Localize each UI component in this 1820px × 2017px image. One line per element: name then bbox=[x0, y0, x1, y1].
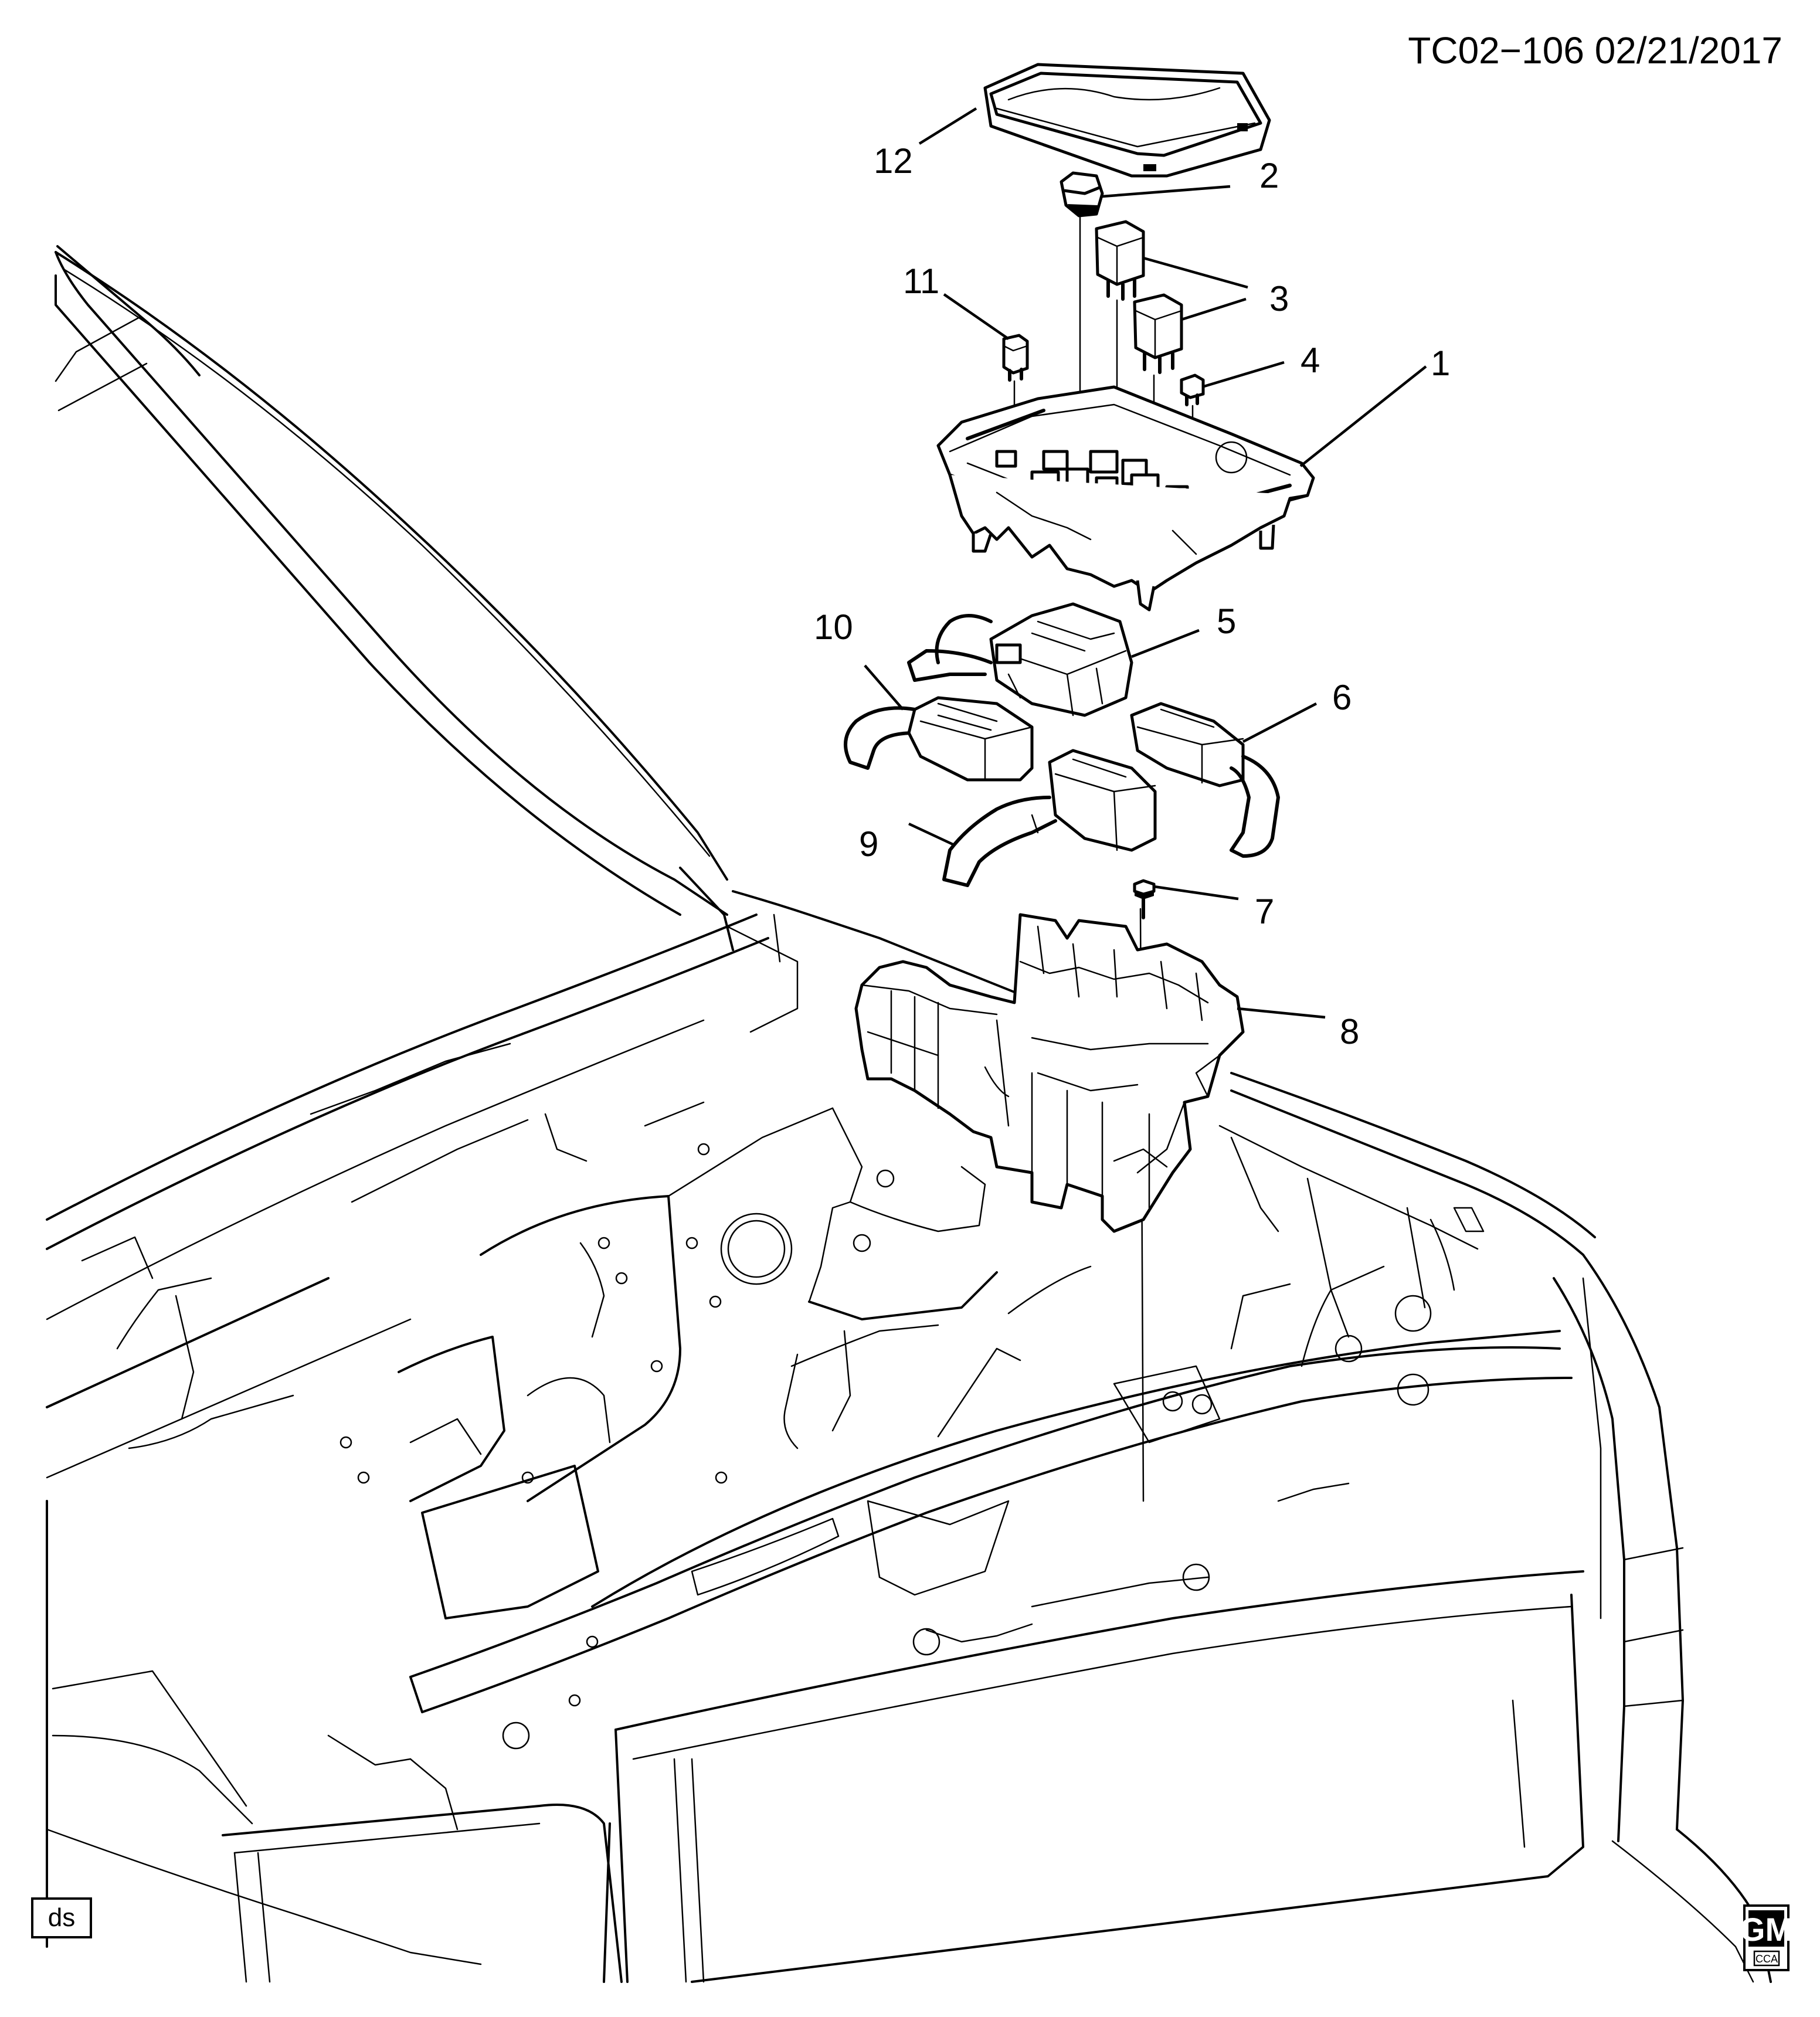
connector-right bbox=[1130, 702, 1280, 858]
callout-1: 1 bbox=[1431, 344, 1450, 383]
cowl-and-left-fender bbox=[46, 914, 769, 1965]
callout-7: 7 bbox=[1255, 892, 1274, 931]
callout-12: 12 bbox=[874, 141, 913, 181]
gm-logo: GM CCA bbox=[1740, 1904, 1792, 1971]
fuse-block-bracket bbox=[854, 913, 1245, 1233]
ds-tag-text: ds bbox=[48, 1903, 75, 1932]
callout-6: 6 bbox=[1332, 678, 1352, 717]
vehicle-body-lineart bbox=[46, 245, 1772, 1983]
connector-upper bbox=[907, 602, 1133, 717]
right-front-structure bbox=[222, 1072, 1772, 1983]
callout-8: 8 bbox=[1340, 1012, 1359, 1051]
ds-tag: ds bbox=[31, 1897, 92, 1938]
firewall-studs bbox=[339, 1143, 728, 1707]
relay-lower bbox=[1133, 293, 1183, 374]
fuse-cap bbox=[1060, 171, 1104, 218]
open-hood bbox=[55, 245, 734, 951]
callout-10: 10 bbox=[814, 607, 853, 647]
callout-11: 11 bbox=[903, 262, 939, 301]
callout-5: 5 bbox=[1217, 602, 1236, 641]
callout-leaders bbox=[864, 107, 1427, 1019]
gm-logo-subtext: CCA bbox=[1756, 1953, 1778, 1965]
connector-left bbox=[844, 696, 1034, 782]
fuse-block-cover bbox=[983, 63, 1271, 178]
relay-upper bbox=[1095, 220, 1145, 301]
callout-3: 3 bbox=[1269, 279, 1289, 318]
firewall-panel bbox=[310, 890, 1115, 1619]
callout-labels: 1 2 3 4 5 6 7 8 9 10 11 12 bbox=[814, 141, 1450, 1051]
document-id: TC02−106 02/21/2017 bbox=[1408, 29, 1782, 72]
mounting-bolt bbox=[1133, 879, 1156, 919]
gm-logo-text: GM bbox=[1740, 1911, 1792, 1948]
callout-4: 4 bbox=[1301, 341, 1320, 380]
fuse-block-body bbox=[936, 385, 1315, 612]
callout-9: 9 bbox=[859, 824, 878, 864]
connector-lower bbox=[942, 749, 1157, 887]
callout-2: 2 bbox=[1259, 156, 1279, 195]
mini-fuse bbox=[1180, 373, 1205, 406]
micro-relay bbox=[1002, 334, 1029, 382]
radiator-support bbox=[409, 1265, 1573, 1713]
